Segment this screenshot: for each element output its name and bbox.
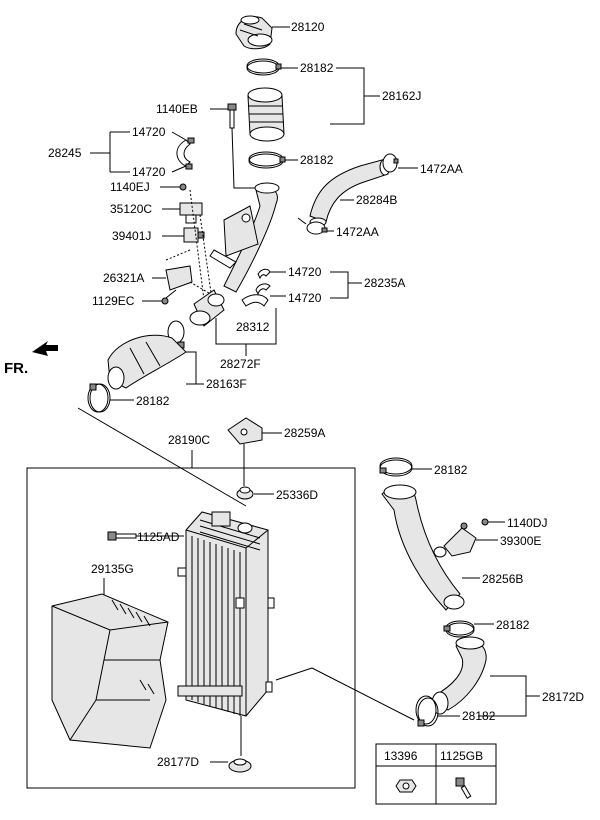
part-28245-breather-hose xyxy=(176,137,195,170)
part-28256B-pipe xyxy=(381,484,465,611)
label-29135G: 29135G xyxy=(91,562,134,576)
part-1140EB-bolt xyxy=(227,103,237,129)
label-28312: 28312 xyxy=(236,320,270,334)
legend-header-1125GB: 1125GB xyxy=(440,749,483,763)
part-28312-hose xyxy=(241,294,269,307)
label-28182-c: 28182 xyxy=(136,394,170,408)
fastener-legend-table: 13396 1125GB xyxy=(375,743,497,805)
part-1125AD-bolt xyxy=(107,531,137,541)
label-14720-a: 14720 xyxy=(132,125,166,139)
intercooler-assembly-box xyxy=(26,467,356,789)
nut-icon xyxy=(395,779,417,793)
label-28162J: 28162J xyxy=(382,89,421,103)
label-28259A: 28259A xyxy=(284,426,325,440)
label-26321A: 26321A xyxy=(103,271,144,285)
part-1472AA-clamp-a xyxy=(382,153,399,173)
label-1472AA-a: 1472AA xyxy=(420,162,463,176)
label-28235A: 28235A xyxy=(364,276,405,290)
label-39401J: 39401J xyxy=(112,229,151,243)
front-direction-indicator: FR. xyxy=(4,341,58,377)
part-35120C-sensor xyxy=(179,202,203,224)
label-14720-d: 14720 xyxy=(288,291,322,305)
label-35120C: 35120C xyxy=(110,202,152,216)
part-28259A-bracket xyxy=(227,417,263,445)
part-28177D-mount xyxy=(228,758,252,773)
part-39401J-connector xyxy=(183,227,205,243)
label-28120: 28120 xyxy=(291,20,325,34)
part-39300E-sensor xyxy=(443,522,477,557)
part-28235A-hose-clamps xyxy=(255,268,271,296)
label-1140DJ: 1140DJ xyxy=(507,516,547,530)
part-28182-hose-clamp-a xyxy=(246,58,282,76)
label-28182-e: 28182 xyxy=(496,618,530,632)
part-28120-air-cleaner-elbow xyxy=(235,15,273,50)
label-1129EC: 1129EC xyxy=(92,294,135,308)
part-28163F-hose xyxy=(107,334,187,390)
label-14720-b: 14720 xyxy=(132,165,166,179)
label-28172D: 28172D xyxy=(542,690,584,704)
label-1125AD: 1125AD xyxy=(137,530,180,544)
label-39300E: 39300E xyxy=(500,534,541,548)
label-28256B: 28256B xyxy=(482,572,523,586)
label-1472AA-b: 1472AA xyxy=(336,225,379,239)
part-28182-hose-clamp-f xyxy=(415,695,439,727)
label-28284B: 28284B xyxy=(356,193,397,207)
part-29135G-air-guide xyxy=(51,593,169,749)
bolt-icon xyxy=(455,777,472,799)
label-28245: 28245 xyxy=(48,146,82,160)
part-28182-hose-clamp-e xyxy=(443,620,475,638)
label-28190C: 28190C xyxy=(168,433,210,447)
label-1140EJ: 1140EJ xyxy=(110,180,150,194)
label-28177D: 28177D xyxy=(157,755,199,769)
part-28182-hose-clamp-b xyxy=(248,151,286,169)
label-28163F: 28163F xyxy=(206,377,247,391)
label-14720-c: 14720 xyxy=(288,265,322,279)
label-25336D: 25336D xyxy=(276,488,318,502)
part-26321A-bracket xyxy=(165,265,193,291)
label-28272F: 28272F xyxy=(220,357,261,371)
label-28182-f: 28182 xyxy=(462,709,496,723)
part-28172D-hose xyxy=(431,636,487,715)
part-28182-hose-clamp-d xyxy=(379,457,413,477)
label-28182-b: 28182 xyxy=(300,153,334,167)
part-28182-hose-clamp-c xyxy=(87,383,111,413)
part-25336D-grommet xyxy=(236,486,254,500)
part-intercooler-core xyxy=(177,511,275,717)
label-28182-d: 28182 xyxy=(434,463,468,477)
front-arrow-icon xyxy=(32,341,58,356)
part-1472AA-clamp-b xyxy=(306,221,328,235)
part-turbo-inlet-pipe xyxy=(209,182,280,293)
label-1140EB: 1140EB xyxy=(156,102,198,116)
part-28162J-intake-hose xyxy=(247,87,285,142)
part-28272F-pipe xyxy=(189,289,225,327)
front-label: FR. xyxy=(4,360,28,377)
label-28182-a: 28182 xyxy=(300,61,334,75)
legend-header-13396: 13396 xyxy=(384,749,418,763)
